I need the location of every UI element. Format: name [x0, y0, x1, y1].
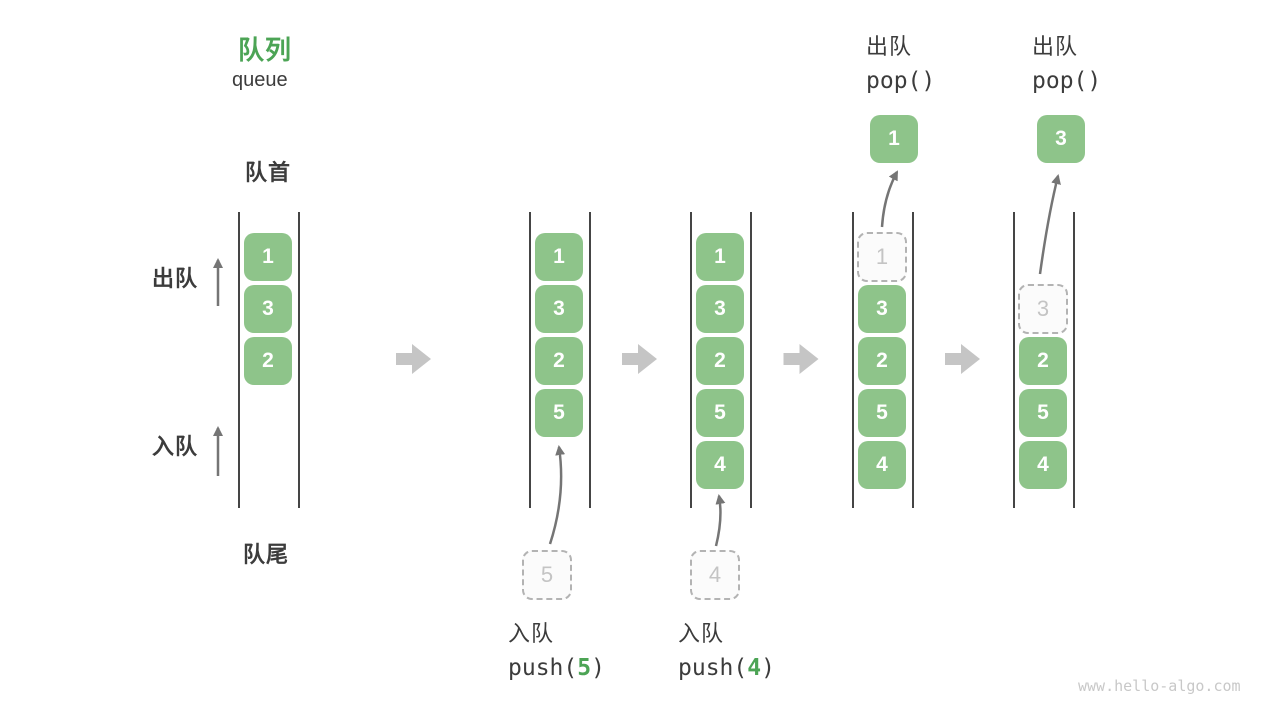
queue-wall-left-state1 — [238, 212, 240, 508]
queue-front-label: 队首 — [245, 160, 292, 185]
watermark: www.hello-algo.com — [1078, 677, 1241, 695]
dequeue-op-zh: 出队 — [866, 34, 913, 59]
diagram-title-en: queue — [232, 69, 288, 91]
dequeue-op-zh: 出队 — [1032, 34, 1079, 59]
queue-element: 2 — [535, 337, 583, 385]
queue-element: 5 — [535, 389, 583, 437]
queue-element: 1 — [244, 233, 292, 281]
enqueue-op-zh: 入队 — [678, 621, 725, 646]
incoming-element: 4 — [690, 550, 740, 600]
queue-element-ghost: 3 — [1018, 284, 1068, 334]
queue-wall-right-state4 — [912, 212, 914, 508]
state-transition-arrow — [945, 344, 980, 374]
diagram-title-zh: 队列 — [238, 35, 293, 65]
queue-wall-left-state4 — [852, 212, 854, 508]
queue-element: 3 — [535, 285, 583, 333]
queue-element: 2 — [244, 337, 292, 385]
queue-element: 3 — [858, 285, 906, 333]
queue-element: 3 — [696, 285, 744, 333]
dequeue-side-label: 出队 — [152, 266, 199, 291]
queue-element: 5 — [858, 389, 906, 437]
incoming-element: 5 — [522, 550, 572, 600]
enqueue-op-zh: 入队 — [508, 621, 555, 646]
queue-element: 3 — [244, 285, 292, 333]
enqueue-arrow — [714, 494, 726, 547]
queue-wall-left-state5 — [1013, 212, 1015, 508]
queue-wall-left-state3 — [690, 212, 692, 508]
enqueue-op-label: 入队 push(4) — [678, 616, 775, 681]
queue-wall-right-state1 — [298, 212, 300, 508]
queue-element: 1 — [696, 233, 744, 281]
popped-element: 1 — [870, 115, 918, 163]
queue-element: 2 — [858, 337, 906, 385]
enqueue-side-label: 入队 — [152, 434, 199, 459]
dequeue-op-label: 出队 pop() — [866, 29, 935, 94]
queue-wall-right-state5 — [1073, 212, 1075, 508]
queue-element: 2 — [696, 337, 744, 385]
enqueue-op-code: push(4) — [678, 655, 775, 681]
enqueue-op-label: 入队 push(5) — [508, 616, 605, 681]
popped-element: 3 — [1037, 115, 1085, 163]
state-transition-arrow — [622, 344, 657, 374]
dequeue-op-code: pop() — [866, 68, 936, 94]
queue-wall-right-state3 — [750, 212, 752, 508]
queue-element: 4 — [696, 441, 744, 489]
queue-element: 1 — [535, 233, 583, 281]
queue-element: 2 — [1019, 337, 1067, 385]
queue-element-ghost: 1 — [857, 232, 907, 282]
dequeue-arrow — [1038, 174, 1061, 275]
state-transition-arrow — [396, 344, 431, 374]
queue-wall-left-state2 — [529, 212, 531, 508]
enqueue-op-code: push(5) — [508, 655, 605, 681]
queue-rear-label: 队尾 — [243, 542, 290, 567]
dequeue-op-label: 出队 pop() — [1032, 29, 1101, 94]
queue-element: 5 — [696, 389, 744, 437]
queue-element: 5 — [1019, 389, 1067, 437]
dequeue-op-code: pop() — [1032, 68, 1102, 94]
queue-element: 4 — [1019, 441, 1067, 489]
dequeue-arrow — [880, 170, 899, 228]
queue-wall-right-state2 — [589, 212, 591, 508]
state-transition-arrow — [783, 344, 819, 374]
queue-element: 4 — [858, 441, 906, 489]
enqueue-arrow — [548, 445, 566, 545]
